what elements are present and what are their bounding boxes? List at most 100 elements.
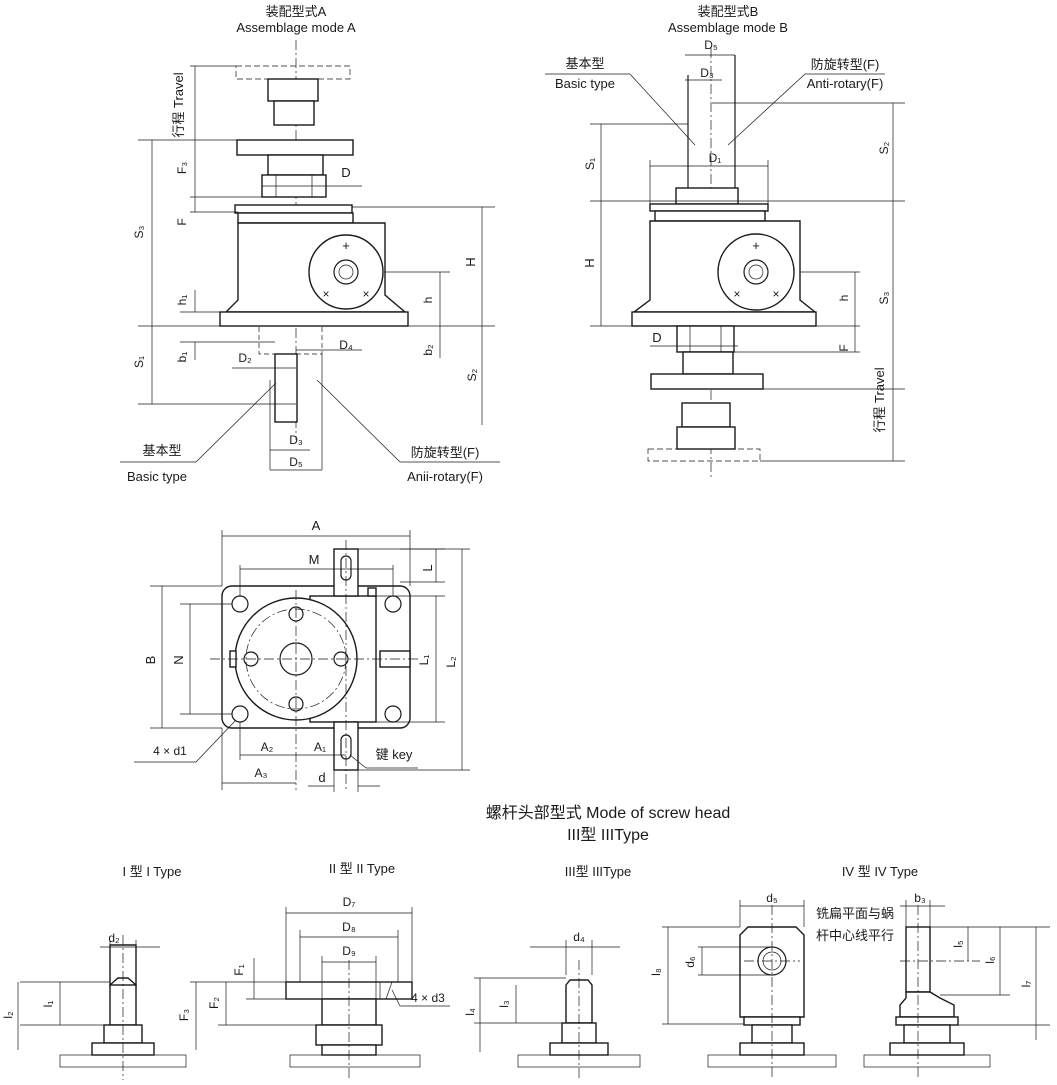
mode-b-label-h-big: H [582,258,597,267]
mode-a-travel-plate [235,65,351,80]
mode-a-title-cn: 装配型式A [266,4,327,19]
type-i-label-l2: l₂ [1,1011,15,1019]
mode-b-travel-plate [647,448,761,462]
mode-b-label-d1: D₁ [709,151,722,165]
mode-a-label-h1: h₁ [175,295,189,306]
mode-a-label-d4: D₄ [339,338,353,352]
mode-b-head-plate [650,373,764,390]
mode-b-anti-cn: 防旋转型(F) [811,57,880,72]
svg-text:×: × [733,287,740,301]
type-iv-drawing: IV 型 IV Type d₅ d₆ l₈ 铣扁平面与蜗 杆中心线平行 [649,864,1050,1080]
mode-a-title-en: Assemblage mode A [236,20,356,35]
type-i-title: I 型 I Type [122,864,181,879]
mode-a-basic-en: Basic type [127,469,187,484]
mode-a-label-s3: S₃ [132,225,146,238]
mode-a-head-neck [267,154,324,176]
mode-a-label-b1: b₁ [175,352,189,363]
mode-a-screw-lower [274,353,298,423]
mode-b-label-d: D [652,330,661,345]
top-label-b: B [143,656,158,665]
mode-a-label-d5: D₅ [289,455,303,469]
screw-head-title: 螺杆头部型式 Mode of screw head [486,804,731,822]
svg-text:×: × [322,287,329,301]
top-label-holes: 4 × d1 [153,744,187,758]
mode-b-label-f: F [837,344,851,351]
type-iv-label-b3: b₃ [914,891,926,905]
type-iv-label-l7: l₇ [1019,981,1033,988]
mode-b-basic-en: Basic type [555,76,615,91]
mode-b-drawing: 装配型式B Assemblage mode B + × × [545,4,905,480]
svg-text:+: + [752,238,760,253]
mode-a-label-d: D [341,165,350,180]
type-ii-label-d7: D₇ [343,895,356,909]
mode-a-label-s2: S₂ [465,368,479,381]
type-iv-title: IV 型 IV Type [842,864,918,879]
type-ii-label-d9: D₉ [342,944,356,958]
mode-a-anti-cn: 防旋转型(F) [411,445,480,460]
mode-a-travel-stem [273,100,315,126]
type-ii-label-f1: F₁ [232,964,246,975]
type-ii-label-holes: 4 × d3 [411,991,445,1005]
type-iv-note-line1: 铣扁平面与蜗 [816,906,894,921]
mode-b-label-s2: S₂ [877,141,891,154]
top-label-a1: A₁ [314,740,326,754]
type-iii-drawing: III型 IIIType d₄ l₃ l₄ [463,864,641,1080]
type-iv-label-l5: l₅ [951,940,965,948]
type-iv-label-l8: l₈ [649,968,663,976]
type-iv-note-line2: 杆中心线平行 [816,928,894,943]
mode-a-label-s1: S₁ [132,356,146,368]
top-label-m: M [309,552,320,567]
svg-text:+: + [342,238,350,253]
mode-b-label-h: h [837,295,851,302]
mode-a-base-plate [219,311,409,327]
mode-b-label-d3: D₃ [700,66,714,80]
mode-b-lower-collar [676,325,735,353]
mode-a-worm-housing [308,234,384,310]
svg-text:×: × [772,287,779,301]
mode-a-label-d2: D₂ [238,351,252,365]
mode-a-label-h-big: H [463,257,478,266]
mode-a-label-f3: F₃ [175,162,189,174]
mode-a-label-d3: D₃ [289,433,303,447]
mode-b-label-s3: S₃ [877,291,891,304]
type-ii-label-f3: F₃ [177,1009,191,1021]
mode-a-travel-nut [267,78,319,102]
top-label-l1: L₁ [417,655,431,666]
type-iii-label-l4: l₄ [463,1008,477,1016]
type-iii-label-d4: d₄ [573,930,585,944]
type-ii-label-d8: D₈ [342,920,356,934]
type-ii-label-f2: F₂ [207,997,221,1009]
type-i-label-l1: l₁ [41,1001,55,1008]
type-iv-label-d5: d₅ [766,891,778,905]
mode-b-basic-cn: 基本型 [565,56,604,71]
type-ii-drawing: II 型 II Type D₇ D₈ D₉ F₁ F₂ F₃ 4 × d3 [177,861,450,1080]
svg-text:×: × [362,287,369,301]
mode-b-label-d5: D₅ [704,38,718,52]
type-iii-title: III型 IIIType [565,864,631,879]
mode-a-label-b2: b₂ [421,344,435,356]
type-iv-label-l6: l₆ [983,956,997,964]
mode-a-drawing: 装配型式A Assemblage mode A + × × [120,4,500,484]
type-iv-label-d6: d₆ [683,956,697,968]
top-label-a2: A₂ [261,740,274,754]
mode-b-label-s1: S₁ [583,158,597,170]
type-i-label-d2: d₂ [108,931,120,945]
top-label-a3: A₃ [255,766,268,780]
top-label-d: d [318,770,325,785]
type-ii-title: II 型 II Type [329,861,395,876]
mode-a-basic-cn: 基本型 [142,443,181,458]
mode-b-travel-label: 行程 Travel [872,367,887,432]
mode-b-title-en: Assemblage mode B [668,20,788,35]
type-iii-label-l3: l₃ [497,1000,511,1008]
top-label-a: A [312,518,321,533]
mode-b-worm-housing [717,233,795,311]
top-label-n: N [171,655,186,664]
mode-b-base-plate [631,311,817,327]
mode-b-anti-en: Anti-rotary(F) [807,76,884,91]
mode-a-label-f: F [175,218,189,225]
mode-a-label-h: h [421,297,435,304]
top-label-l: L [420,564,435,571]
top-label-l2: L₂ [444,656,458,668]
screw-head-subtitle: III型 IIIType [567,826,649,844]
